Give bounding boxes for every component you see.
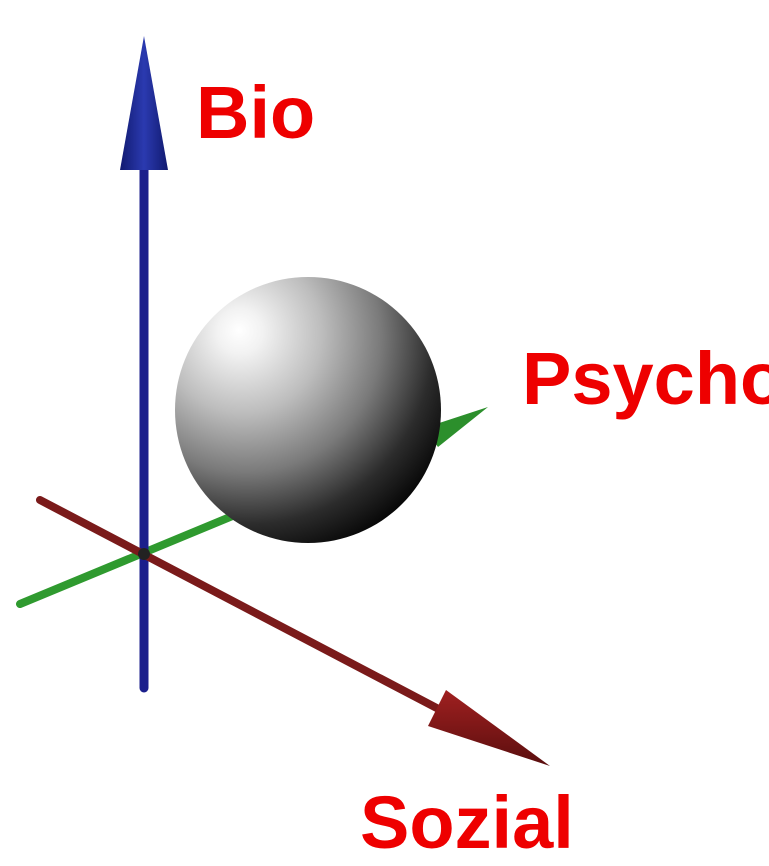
psycho-label: Psycho xyxy=(522,337,769,420)
sozial-axis-arrowhead xyxy=(428,690,550,766)
sozial-axis xyxy=(36,496,550,766)
axes-origin xyxy=(138,548,150,560)
bio-axis-arrowhead xyxy=(120,36,168,170)
sozial-label: Sozial xyxy=(360,781,574,864)
psycho-axis-arrowhead xyxy=(424,407,488,447)
sphere xyxy=(175,277,441,543)
bio-axis xyxy=(120,36,168,693)
bio-label: Bio xyxy=(196,71,316,154)
sozial-axis-line xyxy=(36,496,454,719)
